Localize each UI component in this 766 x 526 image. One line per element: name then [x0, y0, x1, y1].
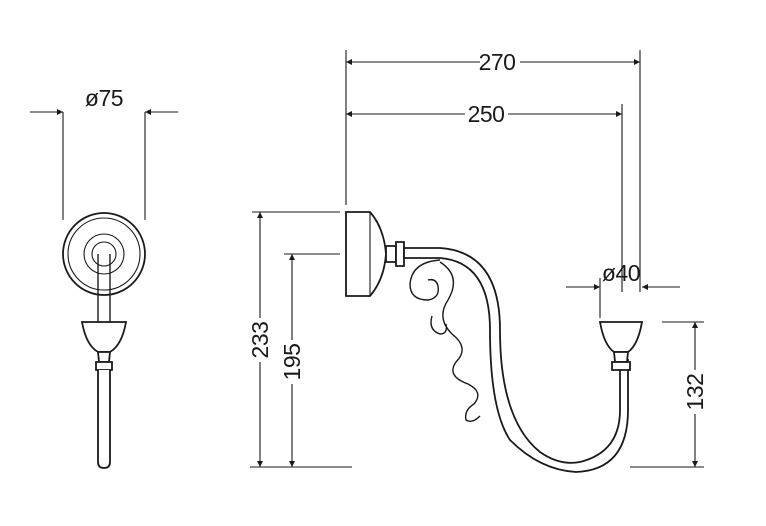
- front-stem: [97, 370, 111, 469]
- side-view: [345, 211, 644, 473]
- front-cup-collar: [95, 361, 113, 371]
- side-scroll-ornament: [409, 259, 481, 423]
- side-cup-collar: [611, 361, 631, 371]
- dim-195-label: 195: [279, 344, 305, 381]
- dimension-233: 233: [247, 211, 352, 468]
- front-rosette-hub: [83, 233, 125, 275]
- dim-233-label: 233: [247, 322, 273, 359]
- dimension-250: 250: [346, 101, 623, 292]
- dim-132-label: 132: [682, 374, 708, 411]
- dim-d40-label: ø40: [602, 260, 640, 286]
- side-cup: [598, 321, 644, 353]
- front-cup: [80, 321, 128, 353]
- side-cup-neck: [613, 351, 629, 363]
- dim-250-label: 250: [468, 101, 505, 127]
- side-arm: [403, 247, 629, 473]
- side-wall-plate: [345, 211, 387, 297]
- dimension-132: 132: [630, 321, 708, 468]
- dim-d75-label: ø75: [85, 85, 123, 111]
- front-view: [62, 212, 146, 469]
- front-rosette-inner: [67, 217, 141, 291]
- front-cup-neck: [97, 351, 111, 363]
- dim-270-label: 270: [479, 49, 516, 75]
- dimension-195: 195: [279, 253, 340, 467]
- dimension-d40: ø40: [566, 260, 680, 318]
- front-rosette-outer: [62, 212, 146, 296]
- side-connector-nut: [395, 241, 405, 267]
- front-rosette-core: [91, 241, 117, 267]
- side-connector: [385, 245, 397, 263]
- dimension-d75: ø75: [30, 85, 178, 220]
- front-arm: [97, 254, 111, 330]
- dimension-270: 270: [345, 49, 641, 292]
